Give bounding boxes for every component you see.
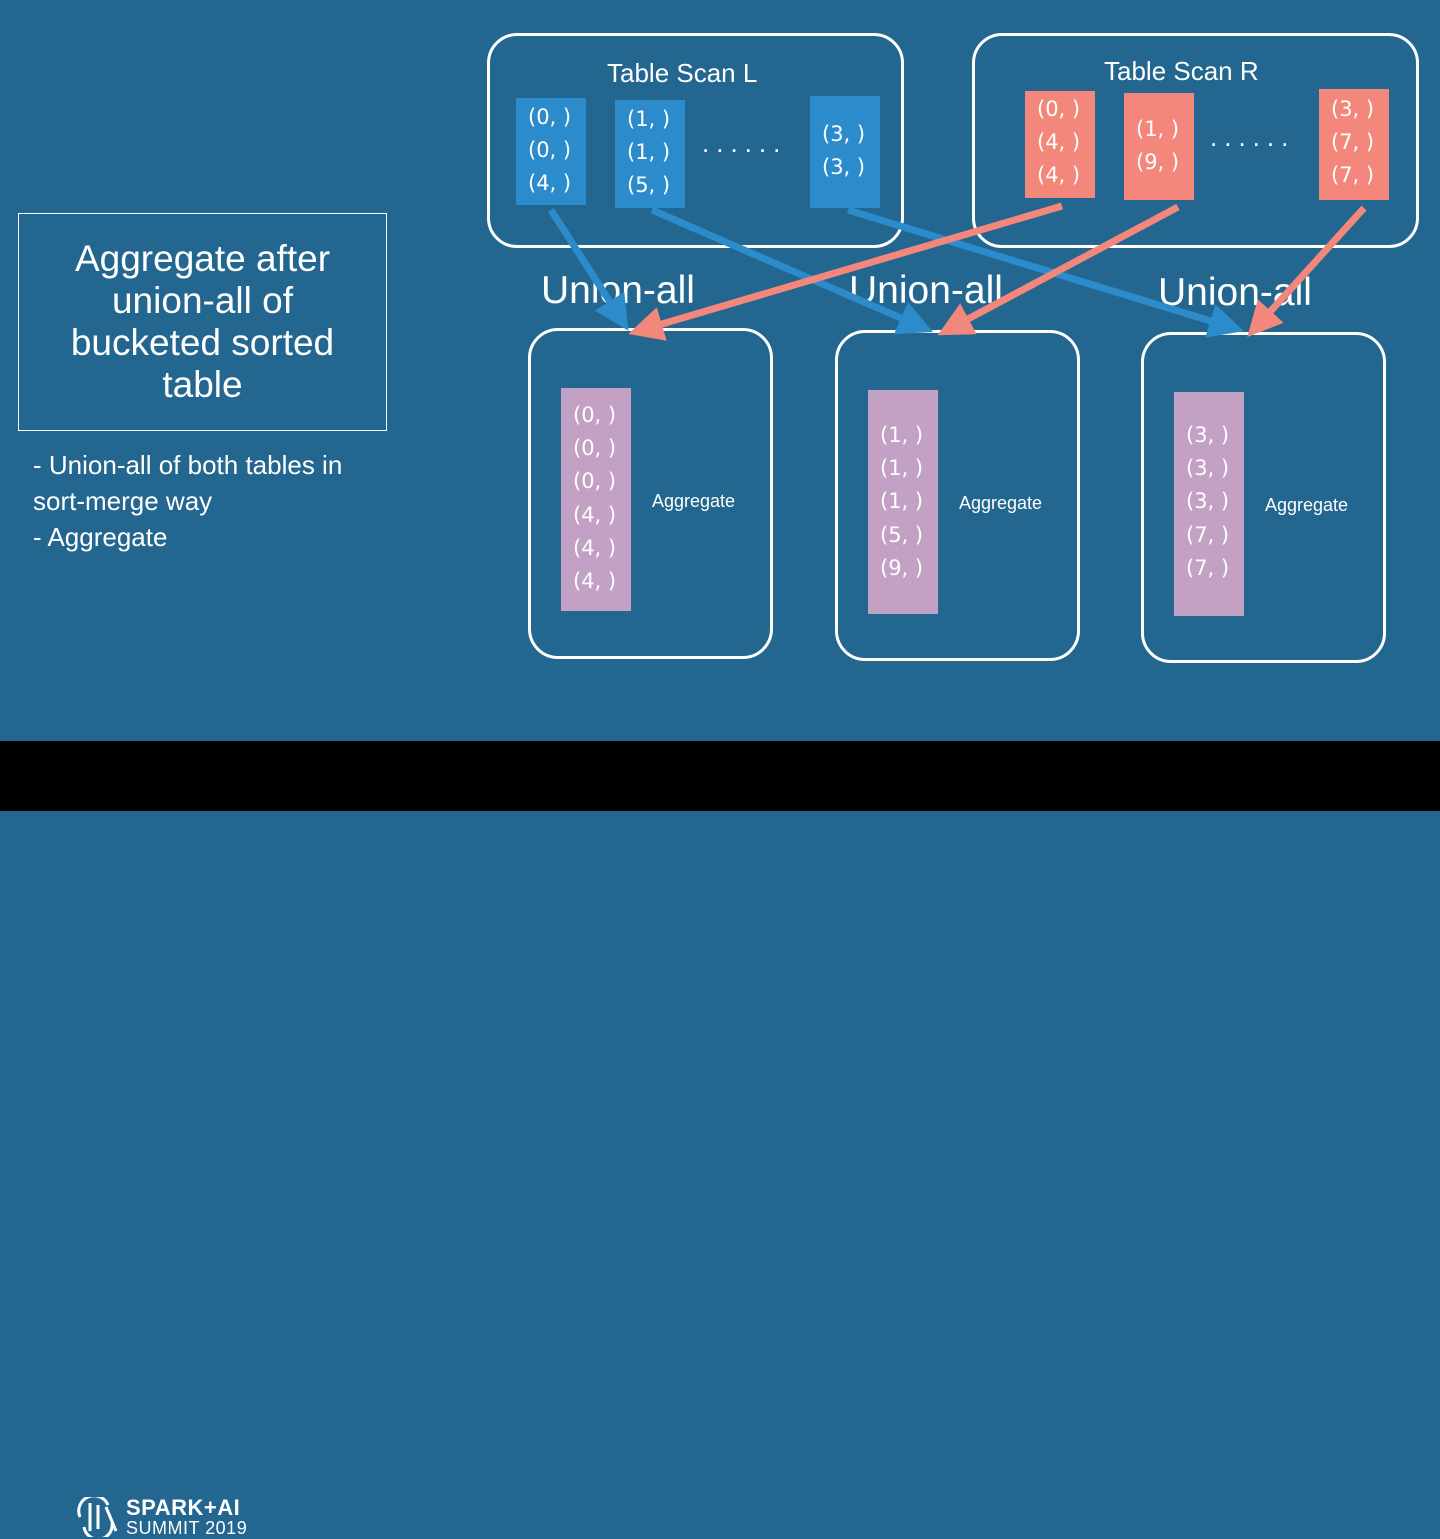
bullet-line-2: sort-merge way: [33, 485, 213, 516]
bullet-list: - Union-all of both tables in sort-merge…: [33, 448, 413, 556]
bucket-row: (7, ): [1186, 522, 1230, 547]
aggregate-bucket-2: (1, ) (1, ) (1, ) (5, ) (9, ): [868, 390, 938, 614]
table-scan-right-title: Table Scan R: [1104, 56, 1259, 86]
bucket-row: (5, ): [627, 173, 671, 198]
aggregate-bucket-3: (3, ) (3, ) (3, ) (7, ) (7, ): [1174, 392, 1244, 616]
left-bucket-2: (1, ) (1, ) (5, ): [615, 100, 685, 208]
bucket-row: (7, ): [1186, 555, 1230, 580]
bucket-row: (0, ): [1037, 97, 1081, 121]
bucket-row: (4, ): [1037, 130, 1081, 155]
union-all-label-3: Union-all: [1158, 271, 1312, 314]
spark-logo-mark-icon: [77, 1497, 118, 1537]
bucket-row: (1, ): [627, 140, 671, 165]
union-all-label-2: Union-all: [849, 269, 1003, 312]
aggregate-label-1: Aggregate: [652, 491, 736, 511]
bucket-row: (0, ): [528, 105, 572, 129]
bucket-row: (0, ): [573, 436, 617, 461]
bullet-line-3: - Aggregate: [33, 521, 168, 552]
title-box: Aggregate after union-all of bucketed so…: [18, 213, 387, 431]
bucket-row: (5, ): [880, 522, 924, 547]
bucket-row: (3, ): [1186, 423, 1230, 447]
bucket-row: (1, ): [1136, 117, 1180, 141]
logo-line-1: SPARK+AI: [126, 1495, 241, 1520]
bucket-row: (9, ): [1136, 150, 1180, 175]
bucket-row: (0, ): [573, 469, 617, 494]
bucket-row: (4, ): [573, 535, 617, 560]
bucket-row: (1, ): [880, 423, 924, 447]
aggregate-bucket-1: (0, ) (0, ) (0, ) (4, ) (4, ) (4, ): [561, 388, 631, 611]
logo-text: SPARK+AI SUMMIT 2019: [126, 1495, 248, 1538]
right-ellipsis: ......: [1210, 122, 1296, 152]
bucket-row: (3, ): [1186, 489, 1230, 514]
aggregate-label-2: Aggregate: [959, 493, 1043, 513]
bucket-row: (9, ): [880, 555, 924, 580]
bucket-row: (4, ): [1037, 163, 1081, 188]
logo-line-2: SUMMIT 2019: [126, 1518, 248, 1538]
left-bucket-1: (0, ) (0, ) (4, ): [516, 98, 586, 205]
bucket-row: (0, ): [573, 403, 617, 427]
left-ellipsis: ......: [702, 128, 788, 158]
bucket-row: (4, ): [528, 171, 572, 196]
bucket-row: (7, ): [1331, 163, 1375, 188]
right-bucket-3: (3, ) (7, ) (7, ): [1319, 89, 1389, 200]
table-scan-left-title: Table Scan L: [607, 58, 758, 88]
bucket-row: (7, ): [1331, 130, 1375, 155]
bucket-row: (3, ): [1331, 97, 1375, 121]
footer-bar: SPARK+AI SUMMIT 2019: [0, 741, 1440, 1537]
bullet-line-1: - Union-all of both tables in: [33, 450, 343, 480]
union-all-label-1: Union-all: [541, 269, 695, 312]
bucket-row: (1, ): [880, 489, 924, 514]
slide-title: Aggregate after union-all of bucketed so…: [70, 238, 335, 405]
spark-ai-summit-logo: SPARK+AI SUMMIT 2019: [74, 1495, 247, 1539]
bucket-row: (4, ): [573, 502, 617, 527]
bucket-row: (3, ): [822, 122, 866, 146]
right-bucket-2: (1, ) (9, ): [1124, 93, 1194, 200]
bucket-row: (4, ): [573, 568, 617, 593]
bucket-row: (0, ): [528, 138, 572, 163]
bucket-row: (1, ): [627, 107, 671, 131]
slide: Aggregate after union-all of bucketed so…: [0, 0, 1440, 741]
bucket-row: (1, ): [880, 456, 924, 481]
bucket-row: (3, ): [822, 155, 866, 180]
left-bucket-3: (3, ) (3, ): [810, 96, 880, 208]
bucket-row: (3, ): [1186, 456, 1230, 481]
aggregate-label-3: Aggregate: [1265, 495, 1349, 515]
right-bucket-1: (0, ) (4, ) (4, ): [1025, 91, 1095, 198]
